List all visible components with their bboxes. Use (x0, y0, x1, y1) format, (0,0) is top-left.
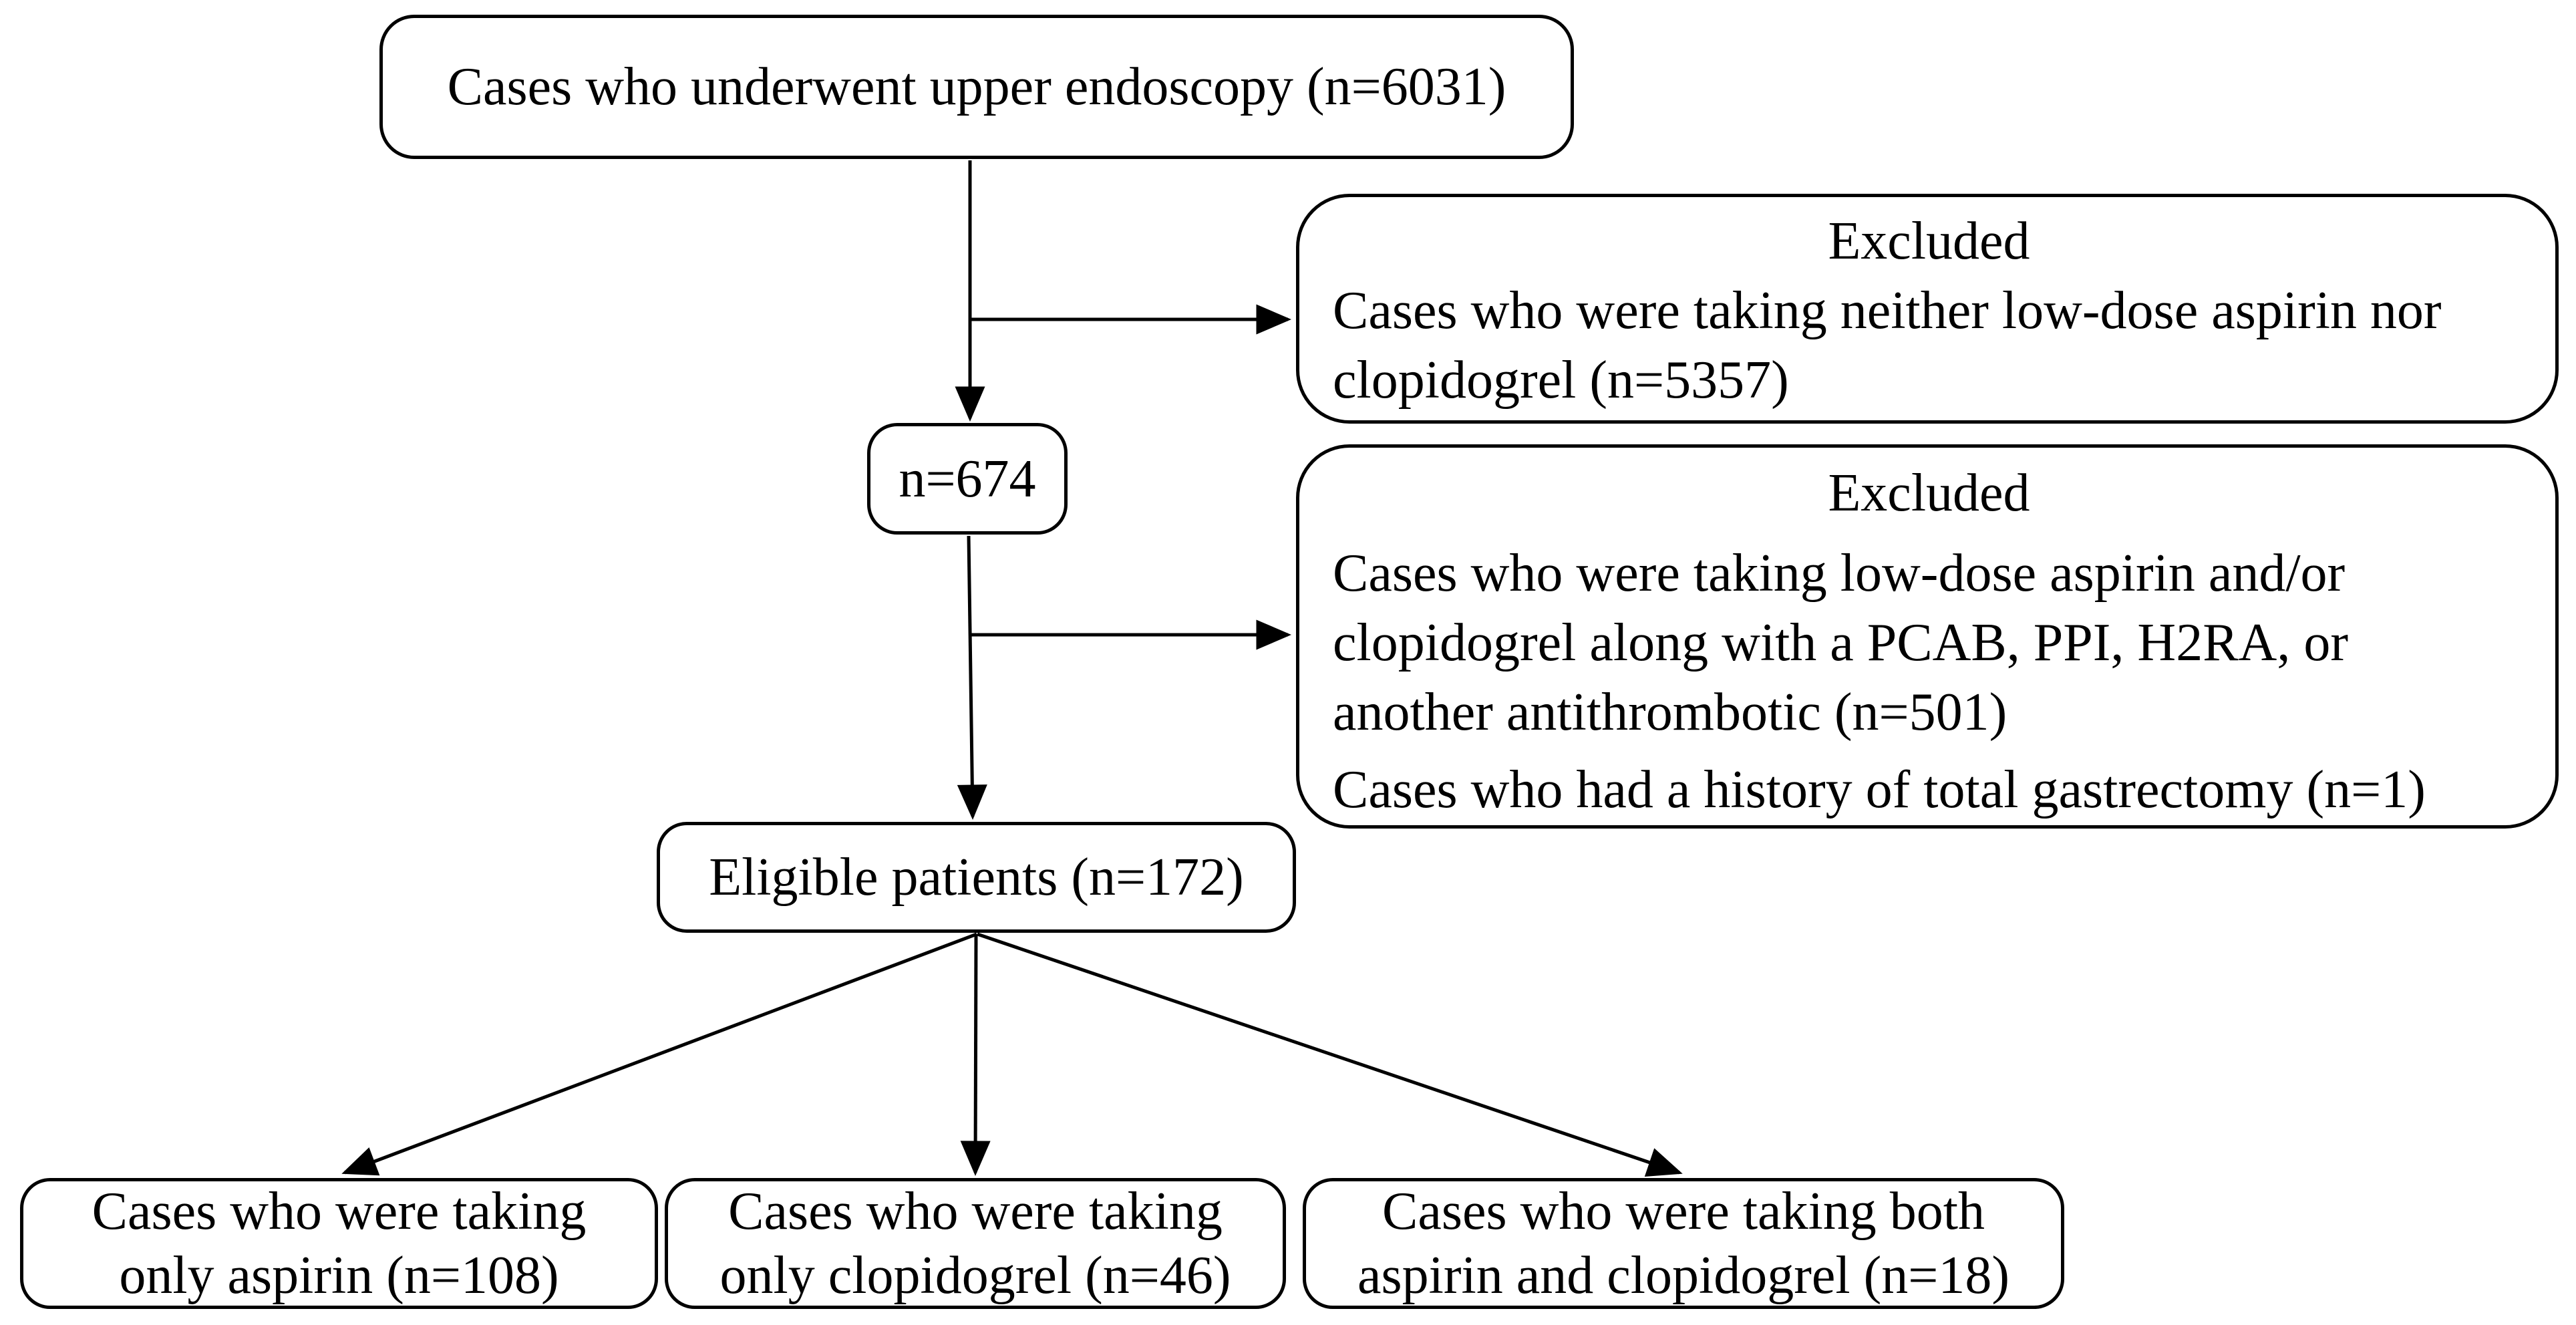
box-excluded-1-line-2: clopidogrel (n=5357) (1333, 351, 1789, 410)
box-only-aspirin-line-1: Cases who were taking (92, 1182, 587, 1241)
box-only-aspirin-line-2: only aspirin (n=108) (119, 1246, 559, 1305)
box-endoscopy-label: Cases who underwent upper endoscopy (n=6… (447, 57, 1506, 116)
arrow-eligible-to-both (977, 932, 1683, 1177)
box-endoscopy: Cases who underwent upper endoscopy (n=6… (379, 15, 1574, 159)
box-only-clopidogrel: Cases who were taking only clopidogrel (… (665, 1178, 1286, 1309)
box-excluded-2-title: Excluded (1828, 464, 2030, 523)
box-both-drugs-line-1: Cases who were taking both (1382, 1182, 1985, 1241)
arrow-n674-to-eligible (957, 535, 987, 820)
arrow-eligible-to-clopidogrel (960, 933, 991, 1176)
box-excluded-2-line-3: another antithrombotic (n=501) (1333, 683, 2007, 742)
box-excluded-1: Excluded Cases who were taking neither l… (1296, 194, 2559, 424)
box-both-drugs-line-2: aspirin and clopidogrel (n=18) (1357, 1246, 2009, 1305)
box-excluded-2-line-2: clopidogrel along with a PCAB, PPI, H2RA… (1333, 613, 2348, 672)
box-n674-label: n=674 (899, 449, 1036, 508)
box-excluded-2-line-1: Cases who were taking low-dose aspirin a… (1333, 544, 2346, 603)
box-eligible: Eligible patients (n=172) (657, 822, 1296, 933)
box-n674: n=674 (867, 423, 1068, 535)
box-only-clopidogrel-line-1: Cases who were taking (728, 1182, 1223, 1241)
box-excluded-2-line-4: Cases who had a history of total gastrec… (1333, 760, 2426, 819)
box-eligible-label: Eligible patients (n=172) (709, 848, 1244, 907)
arrow-eligible-to-aspirin (341, 932, 977, 1176)
box-only-clopidogrel-line-2: only clopidogrel (n=46) (719, 1246, 1231, 1305)
box-excluded-1-title: Excluded (1828, 212, 2030, 271)
box-excluded-1-line-1: Cases who were taking neither low-dose a… (1333, 281, 2442, 340)
box-excluded-2: Excluded Cases who were taking low-dose … (1296, 444, 2559, 829)
box-both-drugs: Cases who were taking both aspirin and c… (1303, 1178, 2064, 1309)
box-only-aspirin: Cases who were taking only aspirin (n=10… (20, 1178, 658, 1309)
